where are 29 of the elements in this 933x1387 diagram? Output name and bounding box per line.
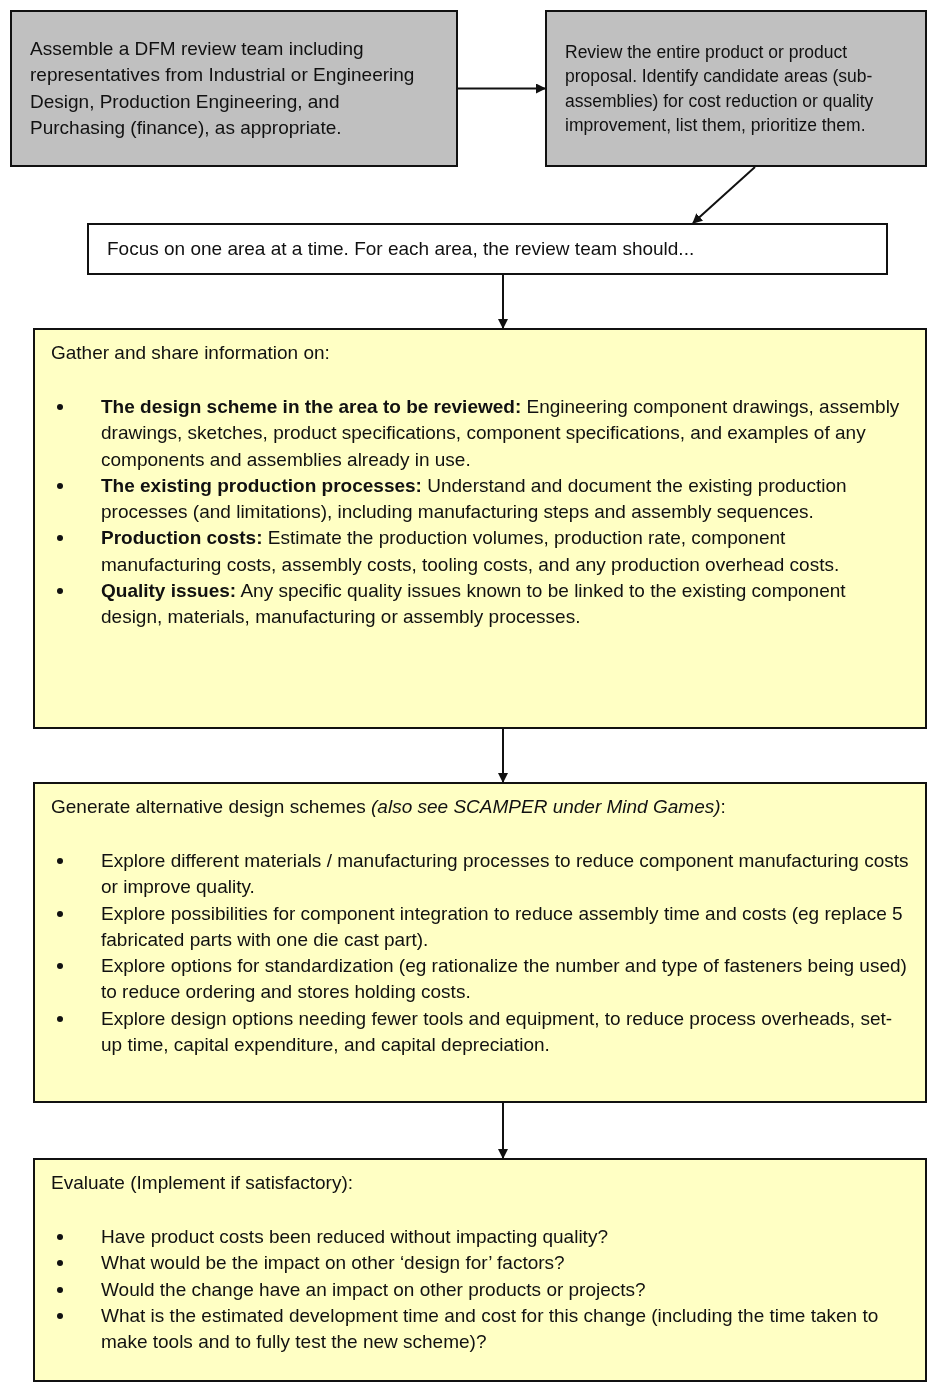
process-box <box>10 10 458 167</box>
bullet-text: Explore design options needing fewer tools and equipment, to reduce process overheads, set-up time, capital expenditure, and capital depreciation. <box>101 1006 894 1057</box>
arrow <box>457 83 546 94</box>
bullet-text: Explore different materials / manufacturing processes to reduce component manufacturing costs or improve quality. <box>101 849 909 900</box>
arrow <box>692 166 756 224</box>
arrow <box>498 1102 508 1159</box>
bullet-text: The existing production processes: Understand and document the existing production processes (and limitations), including manufacturing steps and assembly sequences. <box>101 473 848 525</box>
bullet-text: What would be the impact on other ‘design for’ factors? <box>101 1251 565 1276</box>
bullet-text: Explore possibilities for component integration to reduce assembly time and costs (eg replace 5 fabricated parts with one die cast part). <box>101 901 904 952</box>
bullet-text: Quality issues: Any specific quality issues known to be linked to the existing component design, materials, manufacturing or assembly processes. <box>101 578 847 629</box>
bullet-text: The design scheme in the area to be reviewed: Engineering component drawings, assembly drawings, sketches, product specifications, component specifications, and examples of any components and assemblies already in use. <box>101 395 901 472</box>
arrow <box>498 728 508 783</box>
box-text: Assemble a DFM review team including representatives from Industrial or Engineering Design, Production Engineering, and Purchasing (finance), as appropriate. <box>30 37 416 140</box>
box-text: Focus on one area at a time. For each area, the review team should... <box>107 236 696 261</box>
process-box <box>33 328 927 729</box>
process-box <box>33 1158 927 1382</box>
box-text: Review the entire product or product proposal. Identify candidate areas (sub-assemblies) for cost reduction or quality improvement, list them, prioritize them. <box>565 41 875 137</box>
process-box <box>33 782 927 1103</box>
bullet-text: What is the estimated development time and cost for this change (including the time taken to make tools and to fully test the new scheme)? <box>101 1303 880 1355</box>
bullet-text: Production costs: Estimate the production volumes, production rate, component manufacturing costs, assembly costs, tooling costs, and any production overhead costs. <box>101 526 841 577</box>
bullet-text: Would the change have an impact on other products or projects? <box>101 1277 646 1302</box>
process-box <box>545 10 927 167</box>
box-heading: Gather and share information on: <box>51 341 331 365</box>
bullet-text: Explore options for standardization (eg rationalize the number and type of fasteners being used) to reduce ordering and stores holding costs. <box>101 954 908 1005</box>
arrow <box>498 274 508 329</box>
process-box <box>87 223 888 275</box>
box-heading: Generate alternative design schemes (also see SCAMPER under Mind Games): <box>51 795 727 819</box>
box-heading: Evaluate (Implement if satisfactory): <box>51 1171 354 1195</box>
bullet-text: Have product costs been reduced without impacting quality? <box>101 1225 608 1250</box>
